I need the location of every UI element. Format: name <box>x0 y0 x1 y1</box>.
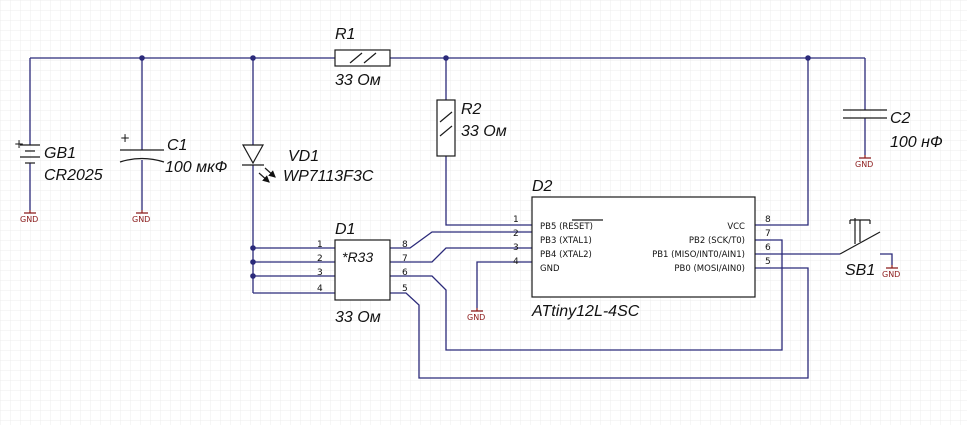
d1-pin-6: 6 <box>402 268 408 278</box>
d1-pin-4: 4 <box>317 284 323 294</box>
gnd-label: GND <box>132 215 150 224</box>
gnd-label: GND <box>467 313 485 322</box>
junctions <box>139 55 811 279</box>
d2-pin-2-name: PB3 (XTAL1) <box>540 236 592 246</box>
r1-value-label: 33 Ом <box>335 72 381 89</box>
d1-inner-label: *R33 <box>342 249 373 265</box>
junction-dot <box>250 273 256 279</box>
d2-pin-4-num: 4 <box>513 257 519 267</box>
c1-value-label: 100 мкФ <box>165 159 228 176</box>
resistor-r1[interactable]: R1 33 Ом <box>334 26 391 89</box>
gnd-symbol-d2: GND <box>467 308 485 322</box>
d2-pin-1-name: PB5 (RESET) <box>540 222 593 232</box>
resistor-r2[interactable]: R2 33 Ом <box>436 99 507 157</box>
d2-pin-8-name: VCC <box>727 222 745 232</box>
junction-dot <box>250 259 256 265</box>
gnd-label: GND <box>855 160 873 169</box>
junction-dot <box>139 55 145 61</box>
gnd-symbol-gb1: GND <box>20 210 38 224</box>
d2-pin-4-name: GND <box>540 264 560 274</box>
d2-pin-7-name: PB2 (SCK/T0) <box>689 236 745 246</box>
d2-value-label: ATtiny12L-4SC <box>531 303 640 320</box>
gnd-label: GND <box>20 215 38 224</box>
d1-value-label: 33 Ом <box>335 309 381 326</box>
led-vd1[interactable]: VD1 WP7113F3C <box>241 144 374 185</box>
gnd-symbol-sb1: GND <box>882 265 900 279</box>
gb1-value-label: CR2025 <box>44 167 103 184</box>
d2-pin-2-num: 2 <box>513 229 519 239</box>
d2-pin-6-num: 6 <box>765 243 771 253</box>
battery-plus-sign: + <box>14 137 24 151</box>
junction-dot <box>805 55 811 61</box>
junction-dot <box>250 55 256 61</box>
c1-ref-label: C1 <box>167 137 187 154</box>
switch-sb1[interactable]: SB1 <box>839 218 881 279</box>
d1-pin-2: 2 <box>317 254 323 264</box>
capacitor-c2[interactable]: C2 100 нФ <box>843 109 943 151</box>
d2-pin-5-name: PB0 (MOSI/AIN0) <box>674 264 745 274</box>
vd1-value-label: WP7113F3C <box>283 168 374 185</box>
c2-value-label: 100 нФ <box>890 134 943 151</box>
wires <box>29 57 893 379</box>
d1-pin-1: 1 <box>317 240 323 250</box>
d1-ref-label: D1 <box>335 221 355 238</box>
r2-value-label: 33 Ом <box>461 123 507 140</box>
r2-ref-label: R2 <box>461 101 482 118</box>
d2-pin-5-num: 5 <box>765 257 771 267</box>
c1-plus-sign: + <box>120 131 130 145</box>
gnd-symbol-c1: GND <box>132 210 150 224</box>
d1-pin-7: 7 <box>402 254 408 264</box>
d1-pin-8: 8 <box>402 240 408 250</box>
battery-gb1[interactable]: + GB1 CR2025 <box>14 137 103 184</box>
d1-pin-5: 5 <box>402 284 408 294</box>
d2-pin-7-num: 7 <box>765 229 771 239</box>
junction-dot <box>250 245 256 251</box>
vd1-ref-label: VD1 <box>288 148 319 165</box>
c2-ref-label: C2 <box>890 110 911 127</box>
r1-ref-label: R1 <box>335 26 355 43</box>
sb1-ref-label: SB1 <box>845 262 875 279</box>
d2-pin-3-name: PB4 (XTAL2) <box>540 250 592 260</box>
gnd-symbol-c2: GND <box>855 155 873 169</box>
junction-dot <box>443 55 449 61</box>
capacitor-c1[interactable]: + C1 100 мкФ <box>119 131 228 176</box>
gnd-label: GND <box>882 270 900 279</box>
gb1-ref-label: GB1 <box>44 145 76 162</box>
d2-ref-label: D2 <box>532 178 553 195</box>
d2-pin-3-num: 3 <box>513 243 519 253</box>
d2-pin-6-name: PB1 (MISO/INT0/AIN1) <box>652 250 745 260</box>
d2-pin-8-num: 8 <box>765 215 771 225</box>
chip-d2[interactable]: 1 2 3 4 PB5 (RESET) PB3 (XTAL1) PB4 (XTA… <box>513 178 771 320</box>
d2-pin-1-num: 1 <box>513 215 519 225</box>
d1-pin-3: 3 <box>317 268 323 278</box>
chip-d1[interactable]: 1 2 3 4 8 7 6 5 *R33 D1 33 Ом <box>317 221 408 326</box>
